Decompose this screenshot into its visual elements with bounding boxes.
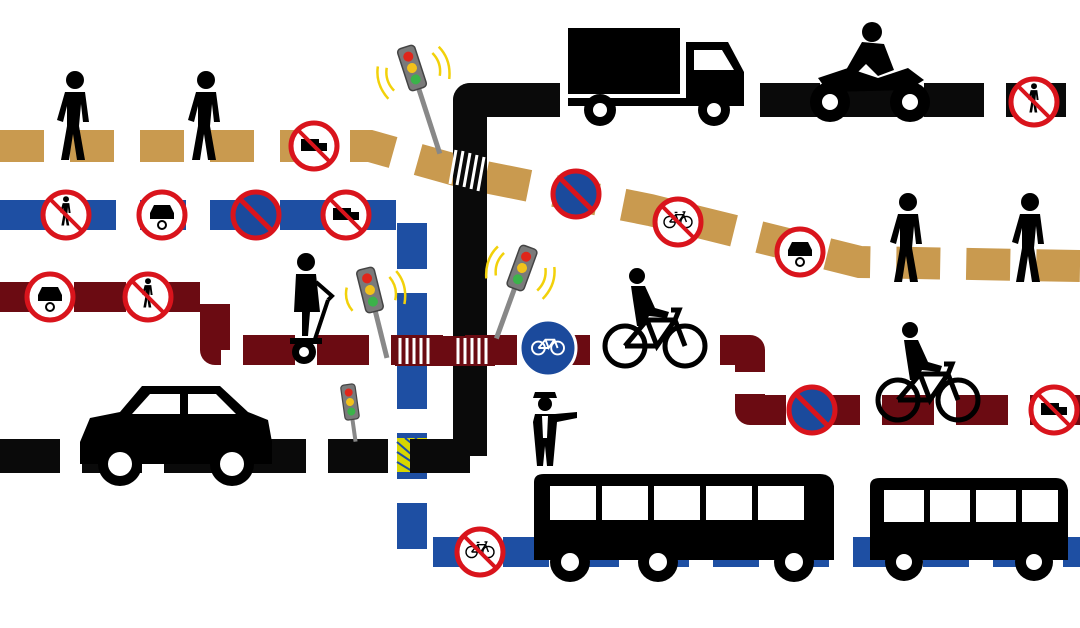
traffic-light-icon — [344, 265, 407, 359]
no-trucks-sign — [291, 123, 337, 169]
traffic-light-icon — [339, 382, 361, 442]
bicycle-rider-icon — [878, 322, 978, 420]
bus-icon — [870, 478, 1068, 581]
no-bicycles-sign — [457, 529, 503, 575]
bicycle-path-sign — [518, 318, 578, 378]
no-bicycles-sign — [655, 199, 701, 245]
no-parking-sign — [230, 189, 282, 241]
no-trucks-sign — [323, 192, 369, 238]
no-motor-vehicles-sign — [27, 274, 73, 320]
truck-icon — [568, 28, 744, 126]
no-parking-sign — [786, 384, 838, 436]
diagonal-crossing — [448, 149, 486, 192]
bicycle-rider-icon — [605, 268, 705, 366]
no-trucks-sign — [1031, 387, 1077, 433]
traffic-officer-icon — [533, 392, 577, 466]
zebra-crossing — [398, 338, 488, 364]
traffic-light-icon — [484, 243, 556, 340]
car-icon — [80, 386, 272, 486]
no-motor-vehicles-sign — [139, 192, 185, 238]
no-pedestrians-sign — [125, 274, 171, 320]
no-pedestrians-sign — [1011, 79, 1057, 125]
no-pedestrians-sign — [43, 192, 89, 238]
traffic-light-icon — [376, 43, 451, 155]
no-parking-sign — [550, 168, 602, 220]
segway-rider-icon — [290, 253, 335, 364]
bus-icon — [534, 474, 834, 582]
no-motor-vehicles-sign — [777, 229, 823, 275]
motorcycle-icon — [810, 22, 930, 122]
